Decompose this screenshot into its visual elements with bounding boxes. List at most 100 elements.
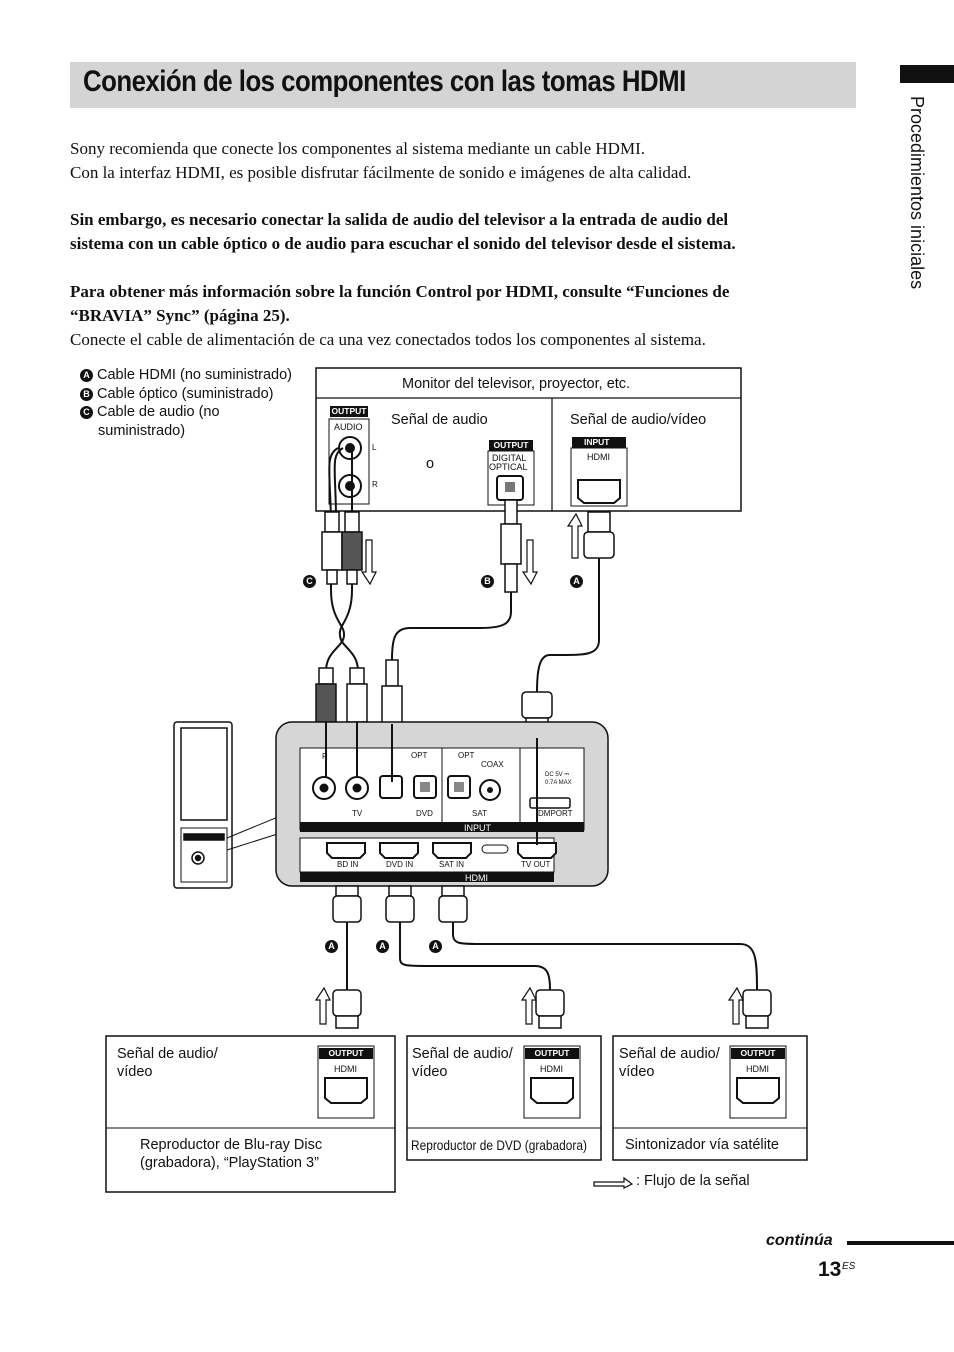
cable-c-plugs-top (321, 511, 363, 585)
unit-sat-label: SAT (472, 809, 487, 818)
source-2-name: Reproductor de DVD (grabadora) (411, 1137, 587, 1153)
unit-opt1-label: OPT (411, 751, 428, 760)
tv-box-title: Monitor del televisor, proyector, etc. (402, 376, 631, 392)
tv-audio-signal-label: Señal de audio (391, 412, 488, 428)
unit-dc-line1: DC 5V ⎓ (545, 772, 570, 778)
tv-audio-port-label: AUDIO (334, 422, 363, 432)
continue-rule (847, 1241, 954, 1245)
tv-right-ch: R (372, 480, 378, 489)
source-1-name-2: (grabadora), “PlayStation 3” (140, 1155, 319, 1171)
source-1-hdmi-label: HDMI (334, 1064, 357, 1074)
tv-hdmi-port-label: HDMI (587, 452, 610, 462)
cable-a-tv (521, 511, 615, 739)
unit-opt2-label: OPT (458, 751, 475, 760)
intro-line-1: Sony recomienda que conecte los componen… (70, 139, 645, 158)
cable-c-plugs-bottom (315, 667, 368, 723)
legend-mark-b: B (80, 387, 93, 401)
flow-legend-arrow (593, 1176, 634, 1189)
unit-coax-label: COAX (481, 760, 504, 769)
hdmi-bar (300, 872, 554, 882)
legend-text-b: Cable óptico (suministrado) (97, 385, 274, 402)
cable-c (324, 447, 360, 677)
unit-dmport-label: DMPORT (538, 809, 573, 818)
source-box-1 (105, 1035, 396, 1193)
cable-a-bd (332, 885, 362, 1029)
unit-hdmi-bar-label: HDMI (465, 873, 488, 883)
marker-c: C (303, 575, 316, 588)
source-3-signal-1: Señal de audio/ (619, 1046, 720, 1062)
cable-a-dvd (385, 885, 565, 1029)
marker-a-sat: A (429, 940, 442, 953)
legend-text-a: Cable HDMI (no suministrado) (97, 367, 293, 383)
section-tab (900, 65, 954, 83)
unit-r-label: R (322, 752, 328, 761)
legend-mark-c: C (80, 406, 93, 419)
unit-tv-out-label: TV OUT (521, 860, 551, 869)
tv-av-signal-label: Señal de audio/vídeo (570, 412, 707, 428)
legend-text-c2: suministrado) (98, 422, 186, 439)
source-1-signal-1: Señal de audio/ (117, 1046, 218, 1062)
legend-mark-a: A (80, 369, 93, 382)
source-3-name: Sintonizador vía satélite (625, 1137, 779, 1153)
source-1-output-badge: OUTPUT (319, 1048, 373, 1059)
note-line: Conecte el cable de alimentación de ca u… (70, 330, 706, 349)
source-3-output-badge: OUTPUT (731, 1048, 785, 1059)
tv-optical-badge: OUTPUT (489, 440, 533, 451)
unit-tv-label: TV (352, 809, 363, 818)
source-1-signal-2: vídeo (117, 1064, 153, 1080)
tv-box-frame (315, 367, 742, 512)
source-2-hdmi-label: HDMI (540, 1064, 563, 1074)
flow-arrows-top (360, 512, 583, 586)
unit-dmport (529, 797, 571, 809)
tv-left-ch: L (372, 443, 377, 452)
legend-item-c: C Cable de audio (no (80, 403, 292, 422)
page-number: 13 (818, 1258, 842, 1281)
legend-text-c1: Cable de audio (no (97, 404, 220, 420)
source-1-name-1: Reproductor de Blu-ray Disc (140, 1137, 323, 1153)
unit-input-bar-label: INPUT (464, 823, 491, 833)
tv-digital-label: DIGITAL (492, 453, 527, 463)
bold-line-4: “BRAVIA” Sync” (página 25). (70, 306, 290, 325)
tv-hdmi-port (577, 479, 621, 504)
title-bar: Conexión de los componentes con las toma… (70, 62, 856, 108)
legend-item-a: A Cable HDMI (no suministrado) (80, 366, 292, 385)
or-label: o (426, 456, 435, 472)
page-suffix: ES (842, 1261, 856, 1272)
tv-hdmi-panel (570, 447, 628, 507)
section-label: Procedimientos iniciales (907, 96, 927, 290)
cable-b (381, 499, 522, 725)
speaker-illustration (173, 721, 291, 889)
unit-sat-in-label: SAT IN (439, 860, 465, 869)
source-2-signal-2: vídeo (412, 1064, 448, 1080)
bold-line-2: sistema con un cable óptico o de audio p… (70, 234, 736, 253)
source-hdmi-ports (317, 1045, 787, 1119)
source-3-signal-2: vídeo (619, 1064, 655, 1080)
marker-a-bd: A (325, 940, 338, 953)
marker-b: B (481, 575, 494, 588)
continue-label: continúa (766, 1232, 833, 1249)
unit-dvd-in-label: DVD IN (386, 860, 414, 869)
unit-dc-line2: 0.7A MAX (545, 780, 572, 786)
bold-line-3: Para obtener más información sobre la fu… (70, 282, 730, 301)
bold-line-1: Sin embargo, es necesario conectar la sa… (70, 210, 729, 229)
tv-input-badge: INPUT (572, 437, 626, 448)
source-2-output-badge: OUTPUT (525, 1048, 579, 1059)
tv-optical-label: OPTICAL (489, 462, 528, 472)
marker-a-tv: A (570, 575, 583, 588)
legend-item-c-cont: suministrado) (80, 422, 292, 441)
flow-legend-text: : Flujo de la señal (636, 1173, 750, 1189)
flow-arrows-bottom (314, 986, 744, 1025)
cable-legend: A Cable HDMI (no suministrado) B Cable ópt… (80, 366, 292, 440)
cable-a-sat (438, 885, 772, 1029)
tv-output-badge: OUTPUT (330, 406, 368, 417)
input-bar (300, 822, 584, 832)
unit-top-plug-wires (325, 722, 538, 845)
intro-line-2: Con la interfaz HDMI, es posible disfrut… (70, 163, 692, 182)
legend-item-b: B Cable óptico (suministrado) (80, 385, 292, 404)
unit-dvd-label: DVD (416, 809, 433, 818)
source-2-signal-1: Señal de audio/ (412, 1046, 513, 1062)
marker-a-dvd: A (376, 940, 389, 953)
source-3-hdmi-label: HDMI (746, 1064, 769, 1074)
unit-bd-in-label: BD IN (337, 860, 359, 869)
